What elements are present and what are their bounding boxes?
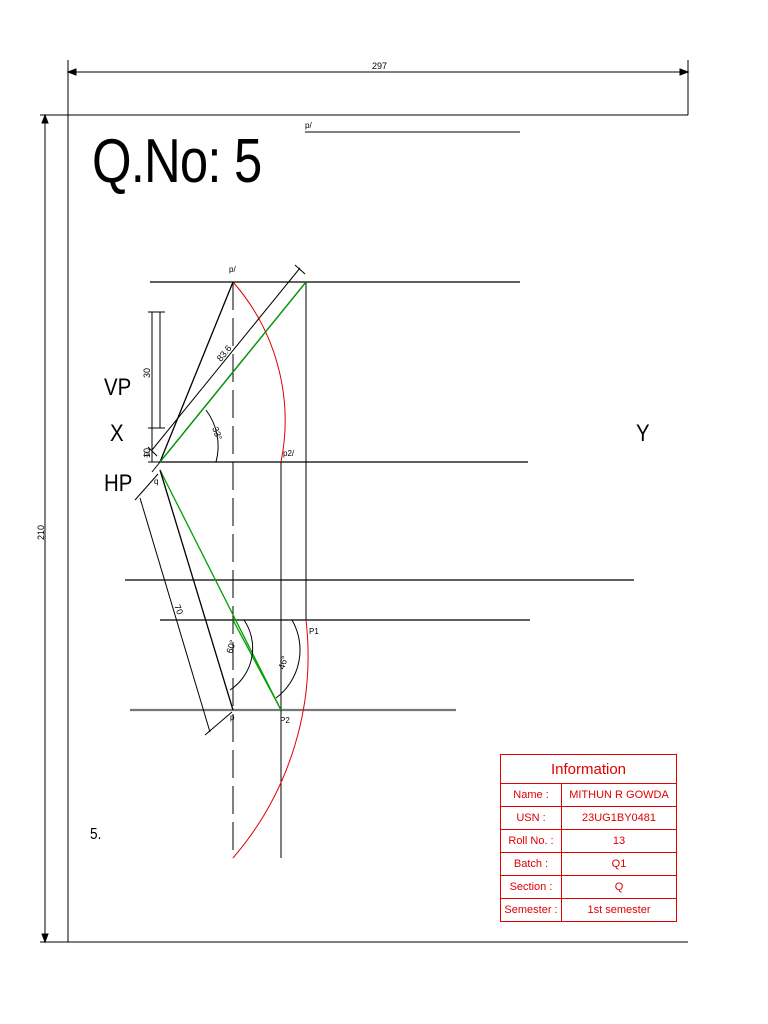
width-dimension-text: 297 <box>372 61 387 71</box>
green-plan-line <box>159 469 282 711</box>
elevation-arc <box>232 281 286 463</box>
point-label-p-dash: p/ <box>229 265 236 274</box>
info-label: Name : <box>500 783 562 807</box>
information-heading: Information <box>500 754 677 784</box>
elevation-line <box>159 281 234 463</box>
point-label-q-dash: q/ <box>144 451 150 458</box>
info-value: Q1 <box>561 852 677 876</box>
point-label-q: q <box>154 477 158 486</box>
plan-angle-arc-a <box>229 619 254 691</box>
info-label: Section : <box>500 875 562 899</box>
info-row-semester: Semester : 1st semester <box>500 898 677 922</box>
info-row-section: Section : Q <box>500 875 677 899</box>
green-elevation-line <box>159 281 307 463</box>
info-label: Batch : <box>500 852 562 876</box>
question-number-title: Q.No: 5 <box>92 127 262 196</box>
vertical-distance-text: 30 <box>142 368 152 378</box>
plan-length-dimension <box>134 473 233 736</box>
y-label: Y <box>636 420 650 447</box>
point-label-p2-dash: p2/ <box>283 449 295 458</box>
q-marker <box>151 461 161 473</box>
info-row-batch: Batch : Q1 <box>500 852 677 876</box>
true-length-dimension <box>147 264 306 457</box>
plan-angle-b-text: 46° <box>276 654 290 670</box>
info-value: 13 <box>561 829 677 853</box>
q-above-hp-text: 10 <box>142 448 152 458</box>
width-dimension <box>66 68 690 76</box>
info-value: 23UG1BY0481 <box>561 806 677 830</box>
point-label-p: p <box>230 713 235 722</box>
x-label: X <box>110 420 124 447</box>
elevation-angle-text: 33° <box>210 425 224 442</box>
plan-line <box>159 469 234 711</box>
info-row-usn: USN : 23UG1BY0481 <box>500 806 677 830</box>
info-row-roll: Roll No. : 13 <box>500 829 677 853</box>
elevation-angle-arc <box>205 409 219 463</box>
info-value: MITHUN R GOWDA <box>561 783 677 807</box>
info-value: Q <box>561 875 677 899</box>
plan-green-right <box>232 619 282 711</box>
plan-length-text: 70 <box>172 603 185 616</box>
plan-arc <box>232 619 309 859</box>
vp-label: VP <box>104 374 132 401</box>
info-row-name: Name : MITHUN R GOWDA <box>500 783 677 807</box>
info-value: 1st semester <box>561 898 677 922</box>
height-dimension-text: 210 <box>36 525 46 540</box>
height-dimension <box>41 113 49 944</box>
plan-angle-arc-b <box>275 619 301 699</box>
info-label: Semester : <box>500 898 562 922</box>
vertical-dimensions <box>148 311 165 463</box>
point-label-p-dash-top: p/ <box>305 121 312 130</box>
information-table: Information Name : MITHUN R GOWDA USN : … <box>500 754 677 922</box>
plan-angle-a-text: 60° <box>224 638 238 654</box>
info-label: Roll No. : <box>500 829 562 853</box>
question-note: 5. <box>90 826 102 843</box>
info-label: USN : <box>500 806 562 830</box>
point-label-p1: P1 <box>309 627 319 636</box>
hp-label: HP <box>104 470 133 497</box>
horizontal-lines <box>125 281 634 621</box>
point-label-p2: P2 <box>280 716 290 725</box>
